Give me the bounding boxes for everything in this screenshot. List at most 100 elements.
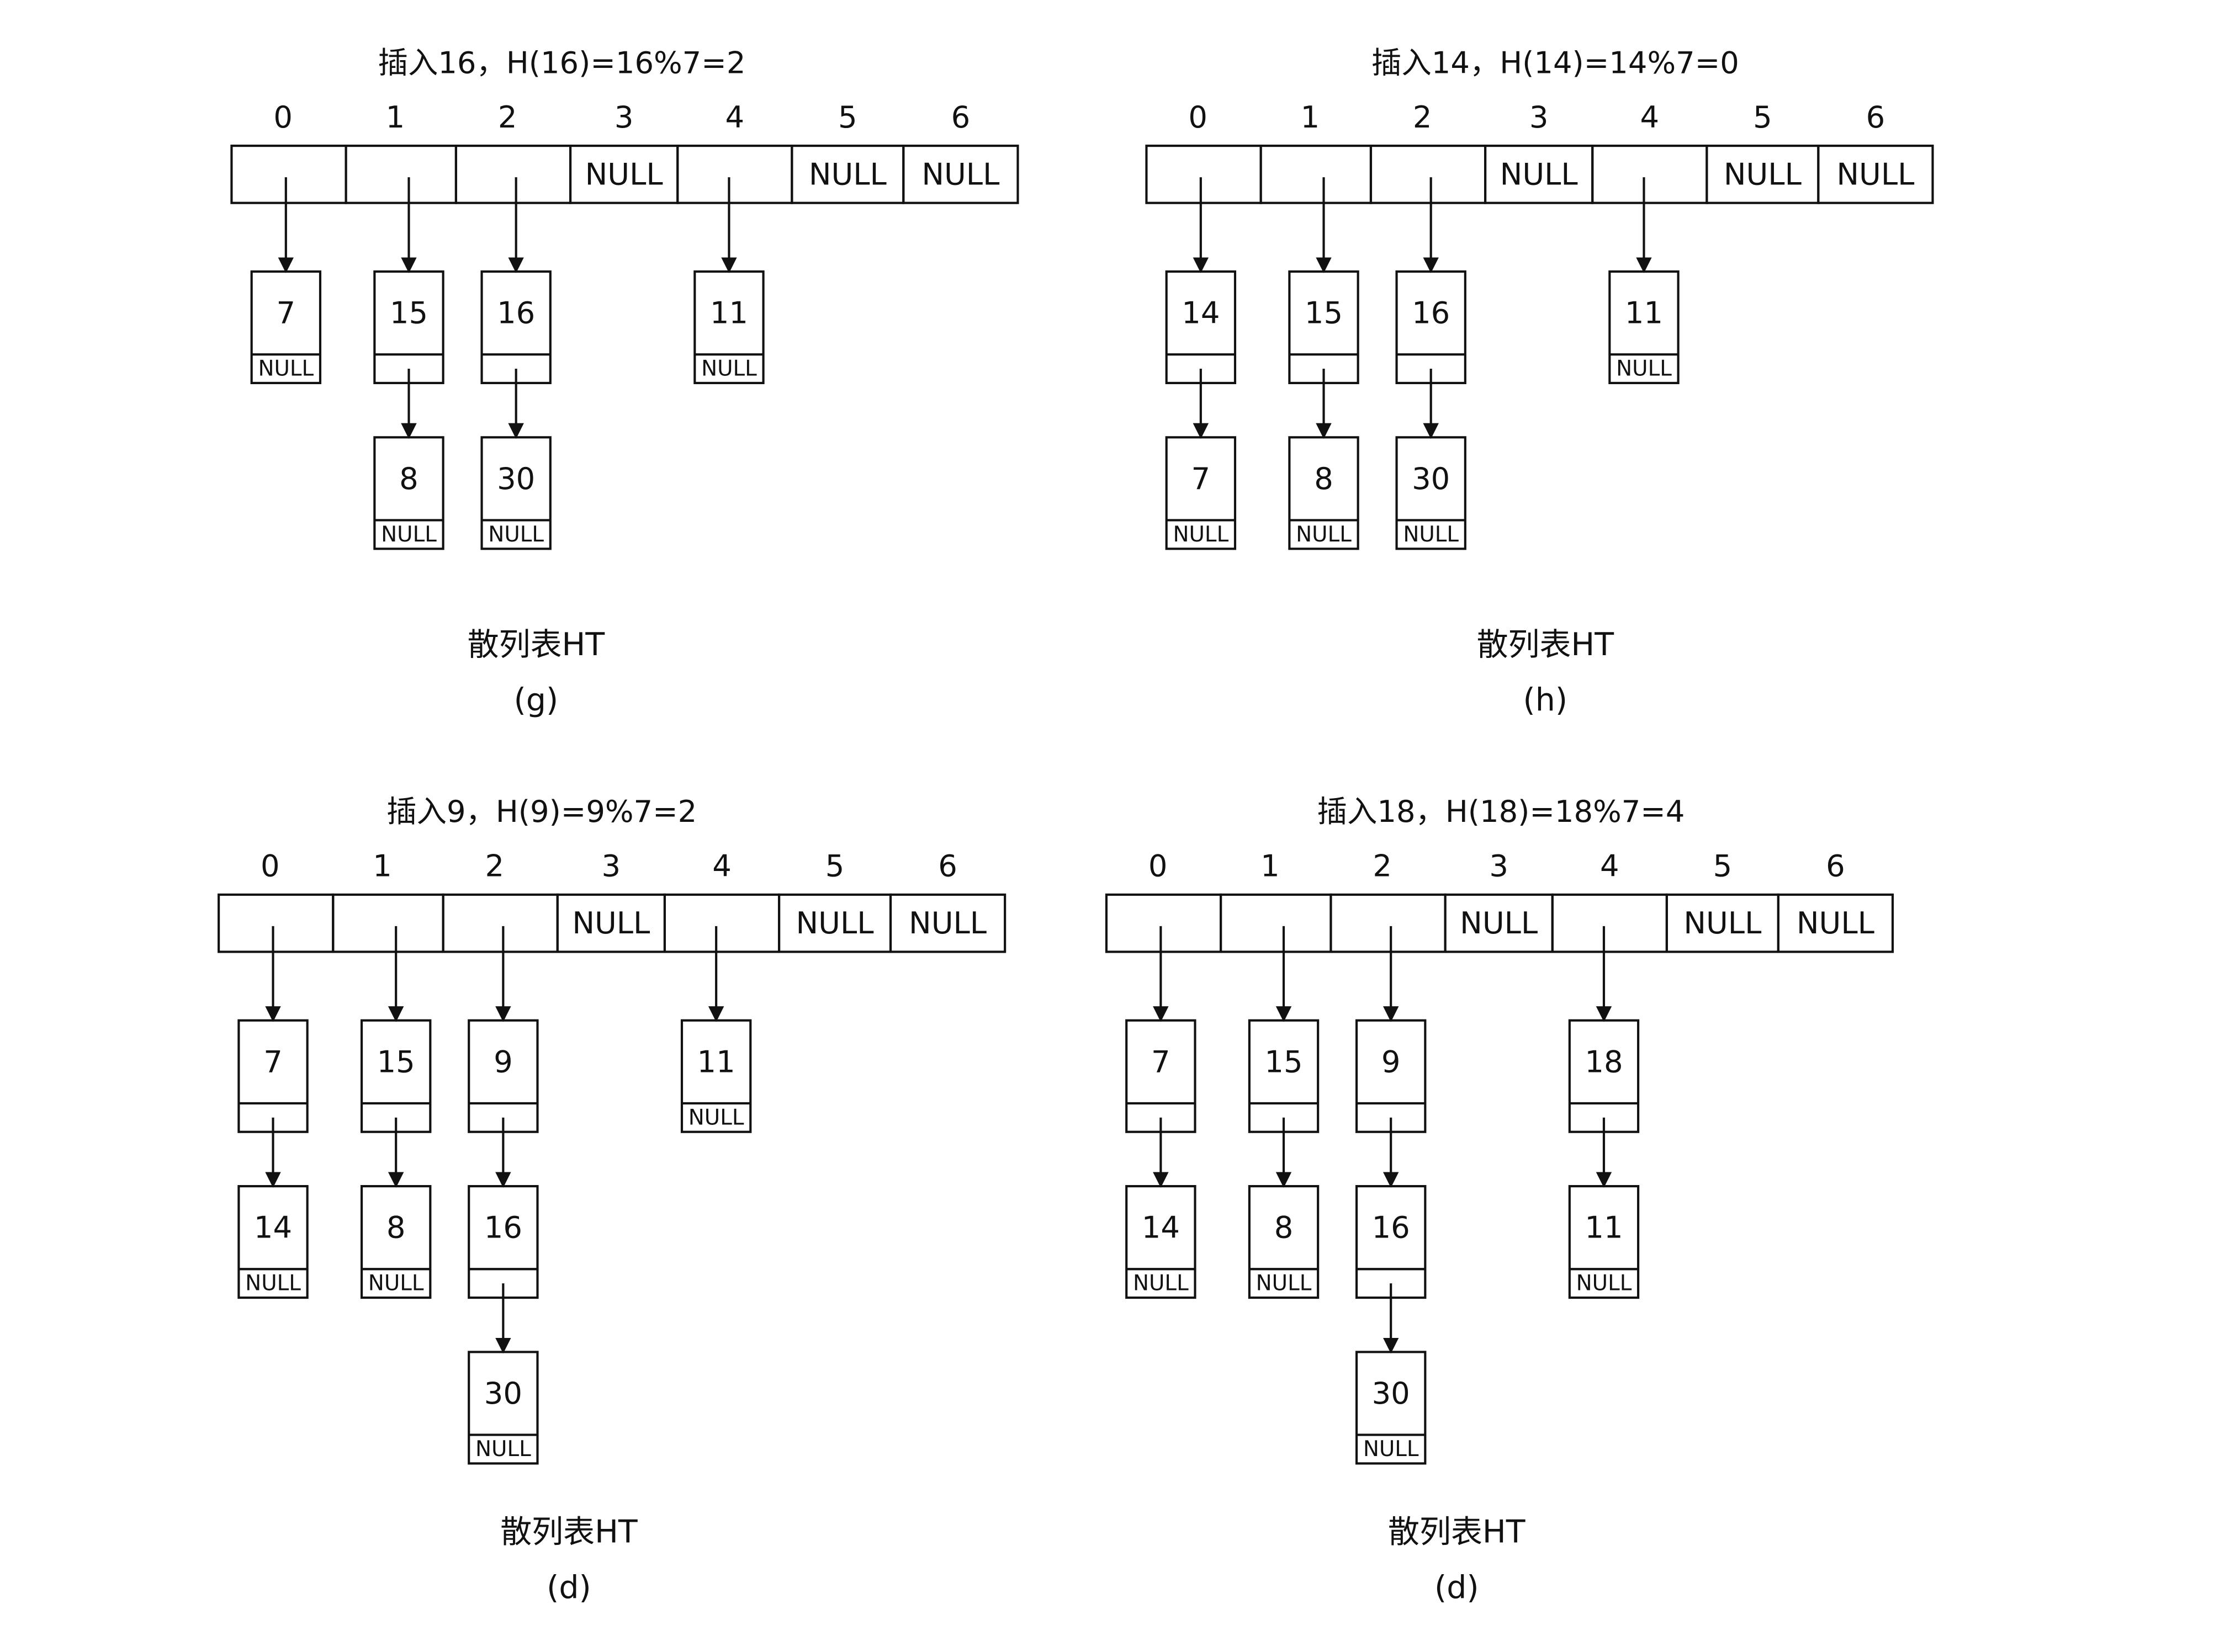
slot-null-label: NULL	[1836, 157, 1914, 192]
hash-slot	[1777, 893, 1894, 953]
slot-index-label: 5	[825, 849, 845, 884]
table-caption: 散列表HT	[1388, 1514, 1525, 1550]
hash-slot	[676, 145, 793, 204]
list-node-value: 14	[1142, 1210, 1180, 1245]
hash-slot	[1551, 893, 1668, 953]
list-node: 14	[1165, 270, 1237, 439]
list-node-null-label: NULL	[1133, 1271, 1189, 1296]
slot-null-label: NULL	[796, 906, 874, 941]
slot-null-label: NULL	[809, 157, 887, 192]
list-node-box	[1568, 1185, 1640, 1299]
list-node: 16	[1355, 1185, 1427, 1354]
list-node-value: 30	[484, 1376, 522, 1411]
list-node-null-label: NULL	[1296, 522, 1352, 547]
slot-index-label: 2	[1413, 100, 1432, 135]
slot-index-label: 2	[485, 849, 505, 884]
list-node-value: 16	[497, 296, 535, 331]
list-node-null-label: NULL	[258, 357, 314, 381]
list-node: 15	[1288, 270, 1359, 439]
list-node-box	[1355, 1351, 1427, 1465]
list-node-null-label: NULL	[701, 357, 757, 381]
slot-null-label: NULL	[909, 906, 987, 941]
list-node-null-label: NULL	[1256, 1271, 1312, 1296]
list-node: 7	[1125, 1019, 1196, 1188]
hash-slot	[442, 893, 559, 953]
list-node: 9	[468, 1019, 539, 1188]
hash-slot	[230, 145, 347, 204]
slot-index-label: 6	[1826, 849, 1845, 884]
list-node-value: 30	[497, 461, 535, 496]
list-node: 9	[1355, 1019, 1427, 1188]
slot-index-label: 4	[1640, 100, 1660, 135]
slot-index-label: 4	[725, 100, 745, 135]
list-node: 15	[373, 270, 444, 439]
slot-index-label: 3	[1529, 100, 1549, 135]
slot-index-label: 0	[1188, 100, 1207, 135]
diagram-title: 插入9，H(9)=9%7=2	[386, 794, 697, 829]
list-node: 15	[1248, 1019, 1320, 1188]
slot-index-label: 5	[838, 100, 857, 135]
list-node-value: 15	[1264, 1044, 1302, 1079]
hash-slot	[1259, 145, 1373, 204]
list-node-null-label: NULL	[488, 522, 544, 547]
slot-index-label: 1	[1260, 849, 1280, 884]
list-node-value: 11	[1625, 296, 1663, 331]
slot-index-label: 5	[1753, 100, 1772, 135]
list-node-value: 14	[254, 1210, 292, 1245]
subfigure-label: (h)	[1523, 682, 1568, 719]
list-node-null-label: NULL	[475, 1437, 531, 1462]
table-caption: 散列表HT	[1477, 626, 1614, 663]
list-node-value: 8	[399, 461, 419, 496]
list-node-value: 16	[1412, 296, 1450, 331]
hash-slot	[332, 893, 444, 953]
table-caption: 散列表HT	[500, 1514, 638, 1550]
list-node-null-label: NULL	[245, 1271, 301, 1296]
hash-slot	[218, 893, 335, 953]
hash-slot	[1145, 145, 1262, 204]
slot-index-label: 4	[712, 849, 732, 884]
list-node-box	[1165, 436, 1237, 550]
slot-null-label: NULL	[1683, 906, 1761, 941]
hash-slot	[663, 893, 781, 953]
slot-index-label: 2	[498, 100, 517, 135]
list-node-value: 9	[494, 1044, 513, 1079]
slot-index-label: 6	[951, 100, 971, 135]
list-node-box	[468, 1351, 539, 1465]
slot-null-label: NULL	[1460, 906, 1538, 941]
hash-slot	[902, 145, 1019, 204]
table-caption: 散列表HT	[468, 626, 605, 663]
hash-slot	[1817, 145, 1934, 204]
hash-slot	[889, 893, 1007, 953]
hash-slot	[1105, 893, 1222, 953]
subfigure-label: (d)	[1434, 1570, 1479, 1606]
list-node-box	[680, 1019, 752, 1133]
slot-index-label: 0	[273, 100, 293, 135]
slot-null-label: NULL	[1724, 157, 1802, 192]
diagram-title: 插入18，H(18)=18%7=4	[1317, 794, 1685, 829]
slot-index-label: 3	[615, 100, 634, 135]
list-node-box	[1125, 1185, 1196, 1299]
slot-null-label: NULL	[572, 906, 650, 941]
list-node: 16	[1395, 270, 1466, 439]
list-node-value: 30	[1412, 461, 1450, 496]
list-node-value: 30	[1372, 1376, 1410, 1411]
list-node-null-label: NULL	[688, 1105, 744, 1130]
list-node-box	[1395, 436, 1466, 550]
list-node-null-label: NULL	[1616, 357, 1672, 381]
slot-null-label: NULL	[921, 157, 999, 192]
slot-index-label: 4	[1600, 849, 1619, 884]
